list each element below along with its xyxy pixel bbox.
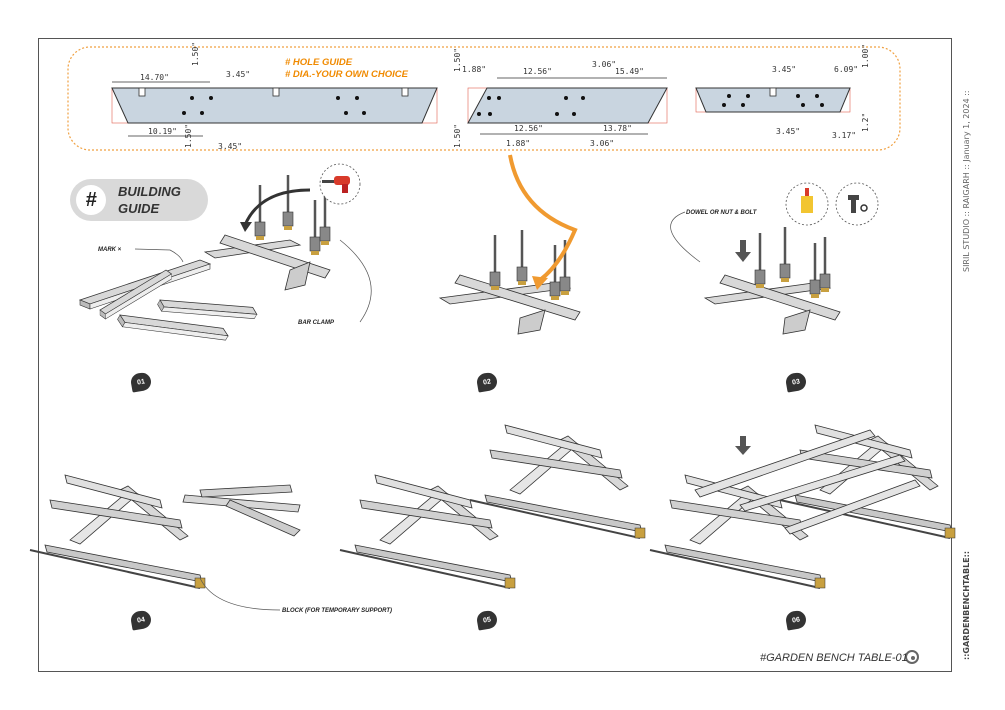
svg-text:13.78": 13.78": [603, 124, 632, 133]
bar-clamp-callout: BAR CLAMP: [298, 320, 335, 326]
svg-text:6.09": 6.09": [834, 65, 858, 74]
logo-swirl-icon: [905, 650, 919, 664]
mark-callout: MARK ×: [98, 247, 122, 253]
svg-text:3.45": 3.45": [226, 70, 250, 79]
building-guide-hash: #: [76, 185, 106, 215]
footer-title: #GARDEN BENCH TABLE-01: [760, 652, 908, 664]
block-callout: BLOCK (FOR TEMPORARY SUPPORT): [282, 608, 392, 614]
page-border: [38, 38, 952, 672]
dowel-callout: DOWEL OR NUT & BOLT: [686, 210, 758, 216]
step-04-illustration: [29, 474, 301, 611]
glue-bottle-icon: [785, 182, 829, 226]
svg-text:1.50": 1.50": [184, 124, 193, 148]
hole-guide-board-1: [111, 81, 438, 137]
board-1-dimensions: 14.70" 1.50" 3.45" 10.19" 1.50" 3.45": [140, 42, 250, 151]
svg-text:1.88": 1.88": [462, 65, 486, 74]
svg-text:3.45": 3.45": [218, 142, 242, 151]
svg-text:1.88": 1.88": [506, 139, 530, 148]
svg-text:1.2": 1.2": [861, 113, 870, 132]
svg-text:1.00": 1.00": [861, 44, 870, 68]
nut-bolt-icon: [835, 182, 879, 226]
svg-text:3.06": 3.06": [592, 60, 616, 69]
svg-text:1.50": 1.50": [191, 42, 200, 66]
svg-text:3.06": 3.06": [590, 139, 614, 148]
hole-guide-board-2: [467, 77, 668, 135]
board-3-dimensions: 3.45" 6.09" 1.00" 3.45" 3.17" 1.2": [772, 44, 870, 140]
step-01-illustration: [79, 173, 372, 376]
hole-guide-title: # HOLE GUIDE: [285, 57, 353, 68]
board-2-dimensions: 1.50" 1.88" 12.56" 3.06" 15.49" 12.56" 1…: [453, 48, 644, 148]
building-guide-line2: GUIDE: [118, 201, 160, 216]
drill-icon: [319, 163, 361, 205]
svg-text:3.45": 3.45": [772, 65, 796, 74]
building-guide-line1: BUILDING: [118, 184, 181, 199]
hole-guide-board-3: [695, 87, 851, 113]
svg-text:14.70": 14.70": [140, 73, 169, 82]
svg-text:3.17": 3.17": [832, 131, 856, 140]
svg-text:12.56": 12.56": [523, 67, 552, 76]
project-name: ::GARDENBENCHTABLE::: [962, 550, 971, 660]
credit-line: SIRIL STUDIO :: RAIGARH :: January 1, 20…: [962, 90, 971, 272]
svg-text:10.19": 10.19": [148, 127, 177, 136]
step-05-illustration: [339, 424, 646, 589]
svg-text:1.50": 1.50": [453, 48, 462, 72]
step-02-illustration: [438, 154, 581, 335]
svg-text:3.45": 3.45": [776, 127, 800, 136]
svg-text:1.50": 1.50": [453, 124, 462, 148]
svg-text:12.56": 12.56": [514, 124, 543, 133]
hole-guide-subtitle: # DIA.-YOUR OWN CHOICE: [285, 69, 409, 80]
svg-text:15.49": 15.49": [615, 67, 644, 76]
step-03-illustration: [670, 211, 841, 335]
step-06-illustration: [649, 424, 956, 589]
building-guide-title: BUILDING GUIDE: [118, 183, 198, 217]
